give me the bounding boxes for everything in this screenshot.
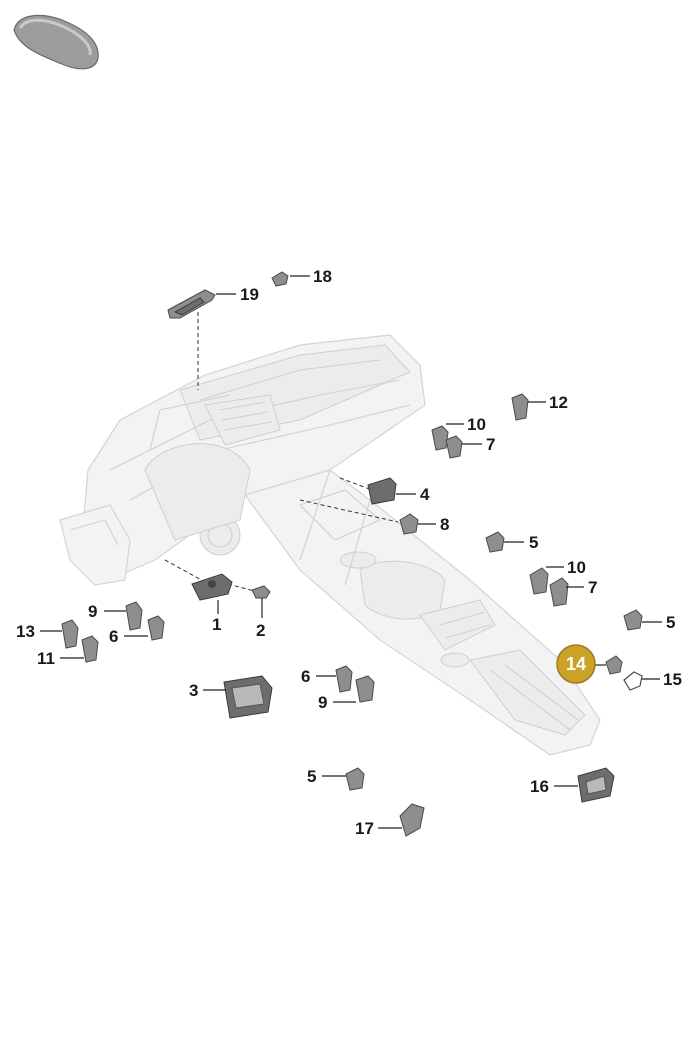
part-14-switch[interactable]: [605, 655, 623, 675]
part-8-switch[interactable]: [399, 513, 419, 535]
callout-6b[interactable]: 6: [301, 667, 310, 686]
part-5c-switch[interactable]: [345, 767, 365, 791]
part-6b-switch[interactable]: [335, 665, 353, 693]
part-15-ring[interactable]: [623, 671, 643, 691]
callout-10a[interactable]: 10: [467, 415, 486, 434]
part-10a-switch[interactable]: [431, 425, 449, 451]
callout-3[interactable]: 3: [189, 681, 198, 700]
highlight-badge[interactable]: [556, 644, 596, 684]
dashboard-ghost: [59, 334, 426, 586]
part-16-switch-panel[interactable]: [577, 767, 615, 803]
callout-7b[interactable]: 7: [588, 578, 597, 597]
part-5b-switch[interactable]: [623, 609, 643, 631]
part-2-connector[interactable]: [251, 585, 271, 599]
callout-12[interactable]: 12: [549, 393, 568, 412]
part-7b-switch[interactable]: [549, 577, 569, 607]
part-11-switch[interactable]: [81, 635, 99, 663]
callout-7a[interactable]: 7: [486, 435, 495, 454]
callout-14-highlight[interactable]: 14: [556, 644, 596, 684]
part-9a-switch[interactable]: [125, 601, 143, 631]
part-19-vent-trim[interactable]: [167, 289, 216, 319]
callout-13[interactable]: 13: [16, 622, 35, 641]
part-7a-switch[interactable]: [445, 435, 463, 459]
part-5a-switch[interactable]: [485, 531, 505, 553]
callout-5c[interactable]: 5: [307, 767, 316, 786]
callout-8[interactable]: 8: [440, 515, 449, 534]
callout-9b[interactable]: 9: [318, 693, 327, 712]
callout-17[interactable]: 17: [355, 819, 374, 838]
callout-9a[interactable]: 9: [88, 602, 97, 621]
callout-19[interactable]: 19: [240, 285, 259, 304]
part-12-switch[interactable]: [511, 393, 529, 421]
callout-5b[interactable]: 5: [666, 613, 675, 632]
leader-dash-4: [339, 477, 373, 491]
part-4-switch-panel[interactable]: [367, 477, 397, 505]
part-6a-switch[interactable]: [147, 615, 165, 641]
part-10b-switch[interactable]: [529, 567, 549, 595]
callout-10b[interactable]: 10: [567, 558, 586, 577]
part-9b-switch[interactable]: [355, 675, 375, 703]
callout-5a[interactable]: 5: [529, 533, 538, 552]
leader-dash-1: [164, 559, 206, 583]
center-console-ghost: [244, 469, 601, 756]
callout-1[interactable]: 1: [212, 615, 221, 634]
key-thumbnail-icon[interactable]: [13, 14, 99, 70]
part-1-sensor[interactable]: [191, 573, 233, 601]
callout-2[interactable]: 2: [256, 621, 265, 640]
leader-dash-8: [299, 499, 399, 523]
callout-14[interactable]: 14: [566, 654, 586, 674]
part-3-switch-panel[interactable]: [223, 675, 273, 719]
callout-16[interactable]: 16: [530, 777, 549, 796]
part-17-connector[interactable]: [399, 803, 425, 837]
callout-6a[interactable]: 6: [109, 627, 118, 646]
part-13-switch[interactable]: [61, 619, 79, 649]
callout-15[interactable]: 15: [663, 670, 682, 689]
callout-18[interactable]: 18: [313, 267, 332, 286]
callout-11[interactable]: 11: [37, 649, 55, 668]
part-18-clip[interactable]: [271, 271, 289, 287]
callout-4[interactable]: 4: [420, 485, 430, 504]
leader-dash-2: [227, 583, 259, 593]
